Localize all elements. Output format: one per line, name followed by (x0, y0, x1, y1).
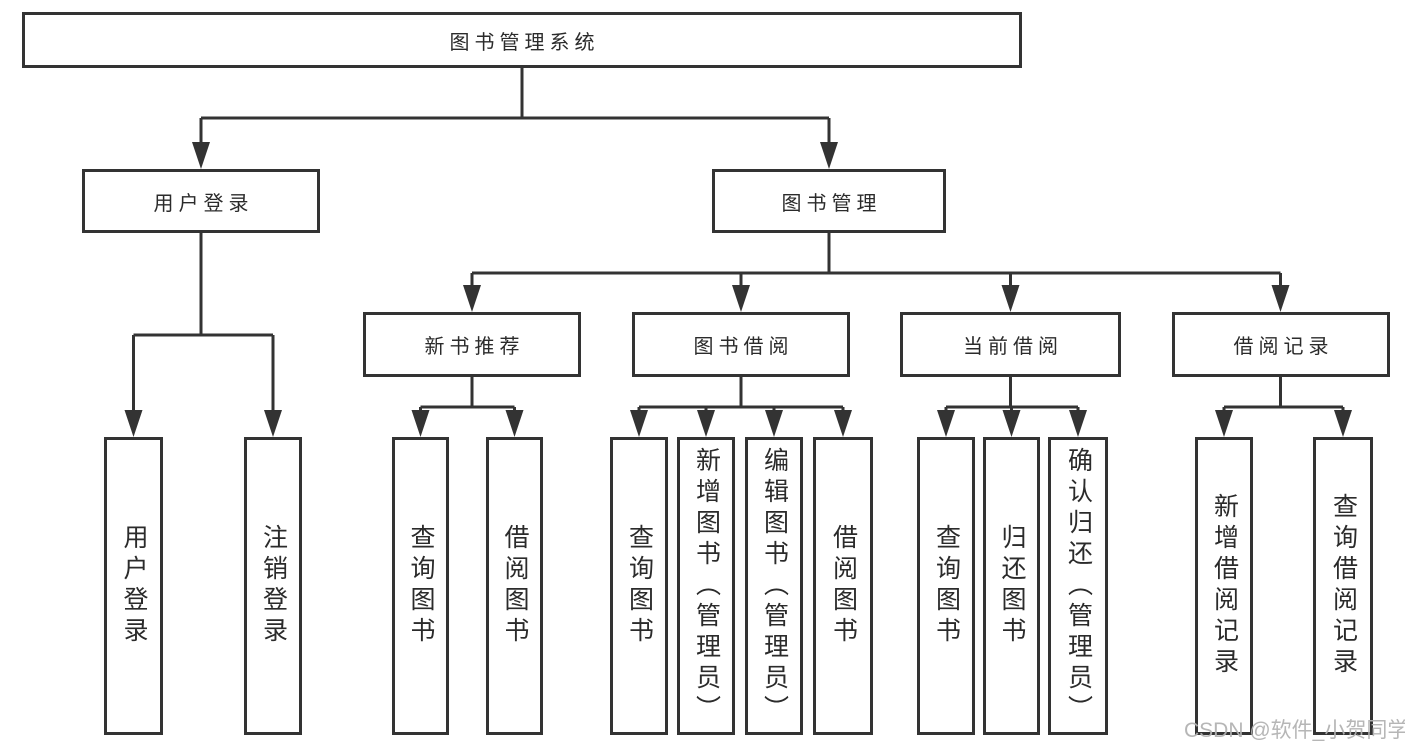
node-user-login: 用户登录 (82, 169, 320, 233)
node-label: 图书管理 (781, 192, 882, 215)
node-book-borrow: 图书借阅 (632, 312, 850, 377)
node-label: 归还图书 (998, 524, 1026, 648)
leaf-confirm-return-admin: 确认归还（管理员） (1048, 437, 1108, 735)
node-label: 图书借阅 (693, 336, 794, 358)
leaf-query-books-current: 查询图书 (917, 437, 975, 735)
connector-book-borrow (630, 377, 852, 437)
leaf-borrow-books-recommend: 借阅图书 (486, 437, 543, 735)
connector-book-management (463, 233, 1290, 312)
node-current-borrow: 当前借阅 (900, 312, 1121, 377)
node-label: 编辑图书（管理员） (760, 446, 789, 726)
leaf-query-books-borrow: 查询图书 (610, 437, 668, 735)
leaf-edit-books-admin: 编辑图书（管理员） (745, 437, 803, 735)
node-label: 新增图书（管理员） (692, 446, 721, 726)
leaf-user-login: 用户登录 (104, 437, 163, 735)
connector-borrow-records (1215, 377, 1352, 437)
node-label: 查询图书 (407, 524, 435, 648)
connector-current-borrow (937, 377, 1087, 437)
node-library-system-root: 图书管理系统 (22, 12, 1022, 68)
watermark-text: CSDN @软件_小贺同学 (1184, 719, 1405, 742)
leaf-query-borrow-record: 查询借阅记录 (1313, 437, 1373, 735)
node-label: 查询图书 (625, 524, 654, 648)
node-label: 注销登录 (259, 524, 288, 648)
node-label: 新书推荐 (424, 336, 525, 358)
node-label: 用户登录 (153, 192, 254, 215)
leaf-return-books: 归还图书 (983, 437, 1040, 735)
node-label: 确认归还（管理员） (1064, 446, 1093, 726)
node-label: 查询借阅记录 (1329, 493, 1358, 679)
connector-new-book-recommend (411, 377, 524, 437)
connector-user-login (124, 233, 282, 437)
node-label: 用户登录 (120, 524, 148, 648)
node-label: 借阅图书 (501, 524, 529, 648)
node-label: 借阅图书 (829, 524, 858, 648)
node-label: 新增借阅记录 (1210, 493, 1239, 679)
leaf-logout: 注销登录 (244, 437, 302, 735)
node-label: 借阅记录 (1233, 336, 1334, 358)
leaf-borrow-books: 借阅图书 (813, 437, 873, 735)
node-book-management: 图书管理 (712, 169, 946, 233)
node-label: 查询图书 (932, 524, 961, 648)
leaf-add-books-admin: 新增图书（管理员） (677, 437, 735, 735)
node-label: 当前借阅 (963, 336, 1063, 358)
connector-root (192, 68, 838, 169)
node-borrow-records: 借阅记录 (1172, 312, 1390, 377)
leaf-add-borrow-record: 新增借阅记录 (1195, 437, 1253, 735)
leaf-query-books-recommend: 查询图书 (392, 437, 449, 735)
node-label: 图书管理系统 (449, 31, 600, 54)
node-new-book-recommend: 新书推荐 (363, 312, 581, 377)
